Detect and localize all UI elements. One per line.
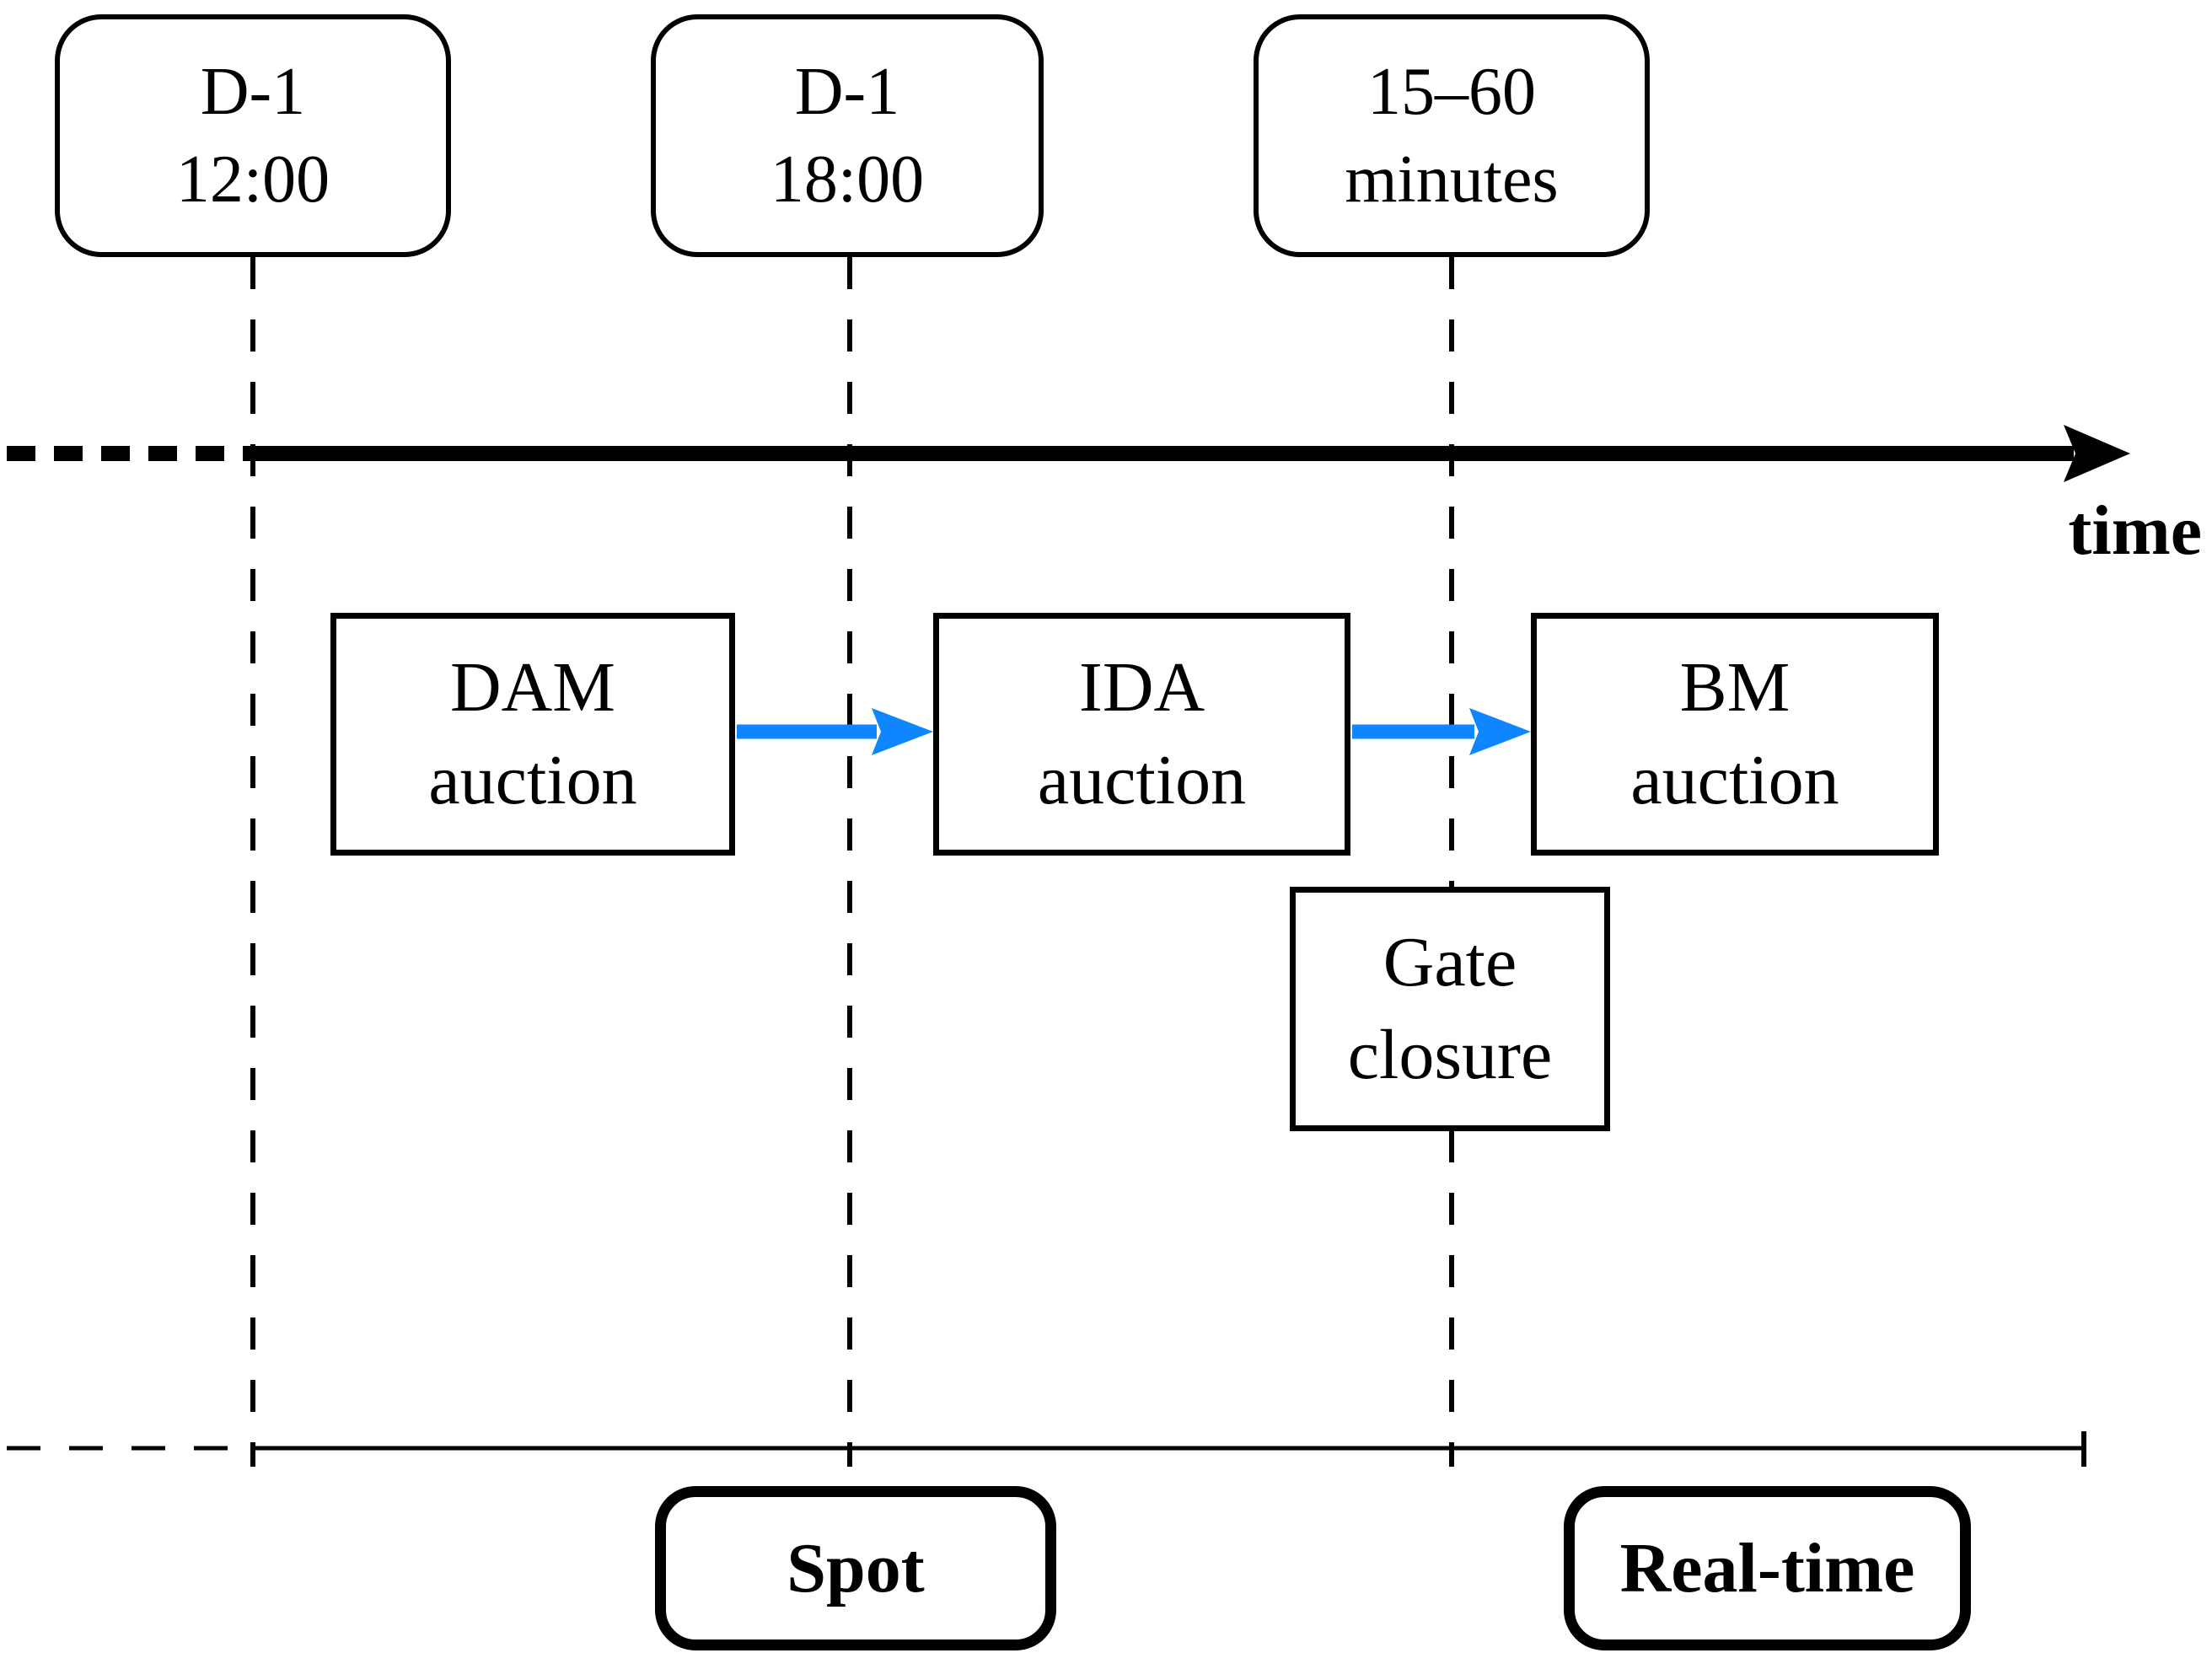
auction-box-line1: IDA	[1078, 648, 1205, 727]
gate-closure-line1: Gate	[1382, 923, 1517, 1001]
phase-label: Spot	[787, 1528, 925, 1607]
time-axis-label: time	[2068, 491, 2202, 570]
auction-box-line2: auction	[428, 741, 637, 819]
auction-box-line1: BM	[1679, 648, 1791, 727]
flow-arrow-ida-bm-head-icon	[1469, 708, 1531, 755]
auction-box-bm: BM auction	[1531, 613, 1939, 856]
gate-closure-line2: closure	[1347, 1016, 1553, 1094]
phase-label: Real-time	[1619, 1528, 1915, 1607]
time-marker-line1: D-1	[200, 55, 306, 129]
time-marker-box-15-60-minutes: 15–60 minutes	[1254, 14, 1650, 257]
time-marker-line1: D-1	[794, 55, 900, 129]
time-marker-box-d1-1800: D-1 18:00	[651, 14, 1044, 257]
auction-box-line2: auction	[1630, 741, 1839, 819]
time-marker-box-d1-1200: D-1 12:00	[55, 14, 451, 257]
time-marker-line1: 15–60	[1367, 55, 1536, 129]
auction-box-line2: auction	[1037, 741, 1247, 819]
auction-box-line1: DAM	[449, 648, 615, 727]
time-marker-line2: 12:00	[175, 142, 330, 217]
auction-box-ida: IDA auction	[933, 613, 1350, 856]
timeline-arrowhead-icon	[2064, 425, 2130, 482]
auction-box-dam: DAM auction	[330, 613, 735, 856]
gate-closure-box: Gate closure	[1290, 887, 1610, 1131]
flow-arrow-dam-ida-head-icon	[872, 708, 933, 755]
phase-box-spot: Spot	[655, 1486, 1056, 1650]
phase-box-realtime: Real-time	[1564, 1486, 1971, 1650]
time-marker-line2: minutes	[1345, 142, 1559, 217]
time-marker-line2: 18:00	[770, 142, 925, 217]
